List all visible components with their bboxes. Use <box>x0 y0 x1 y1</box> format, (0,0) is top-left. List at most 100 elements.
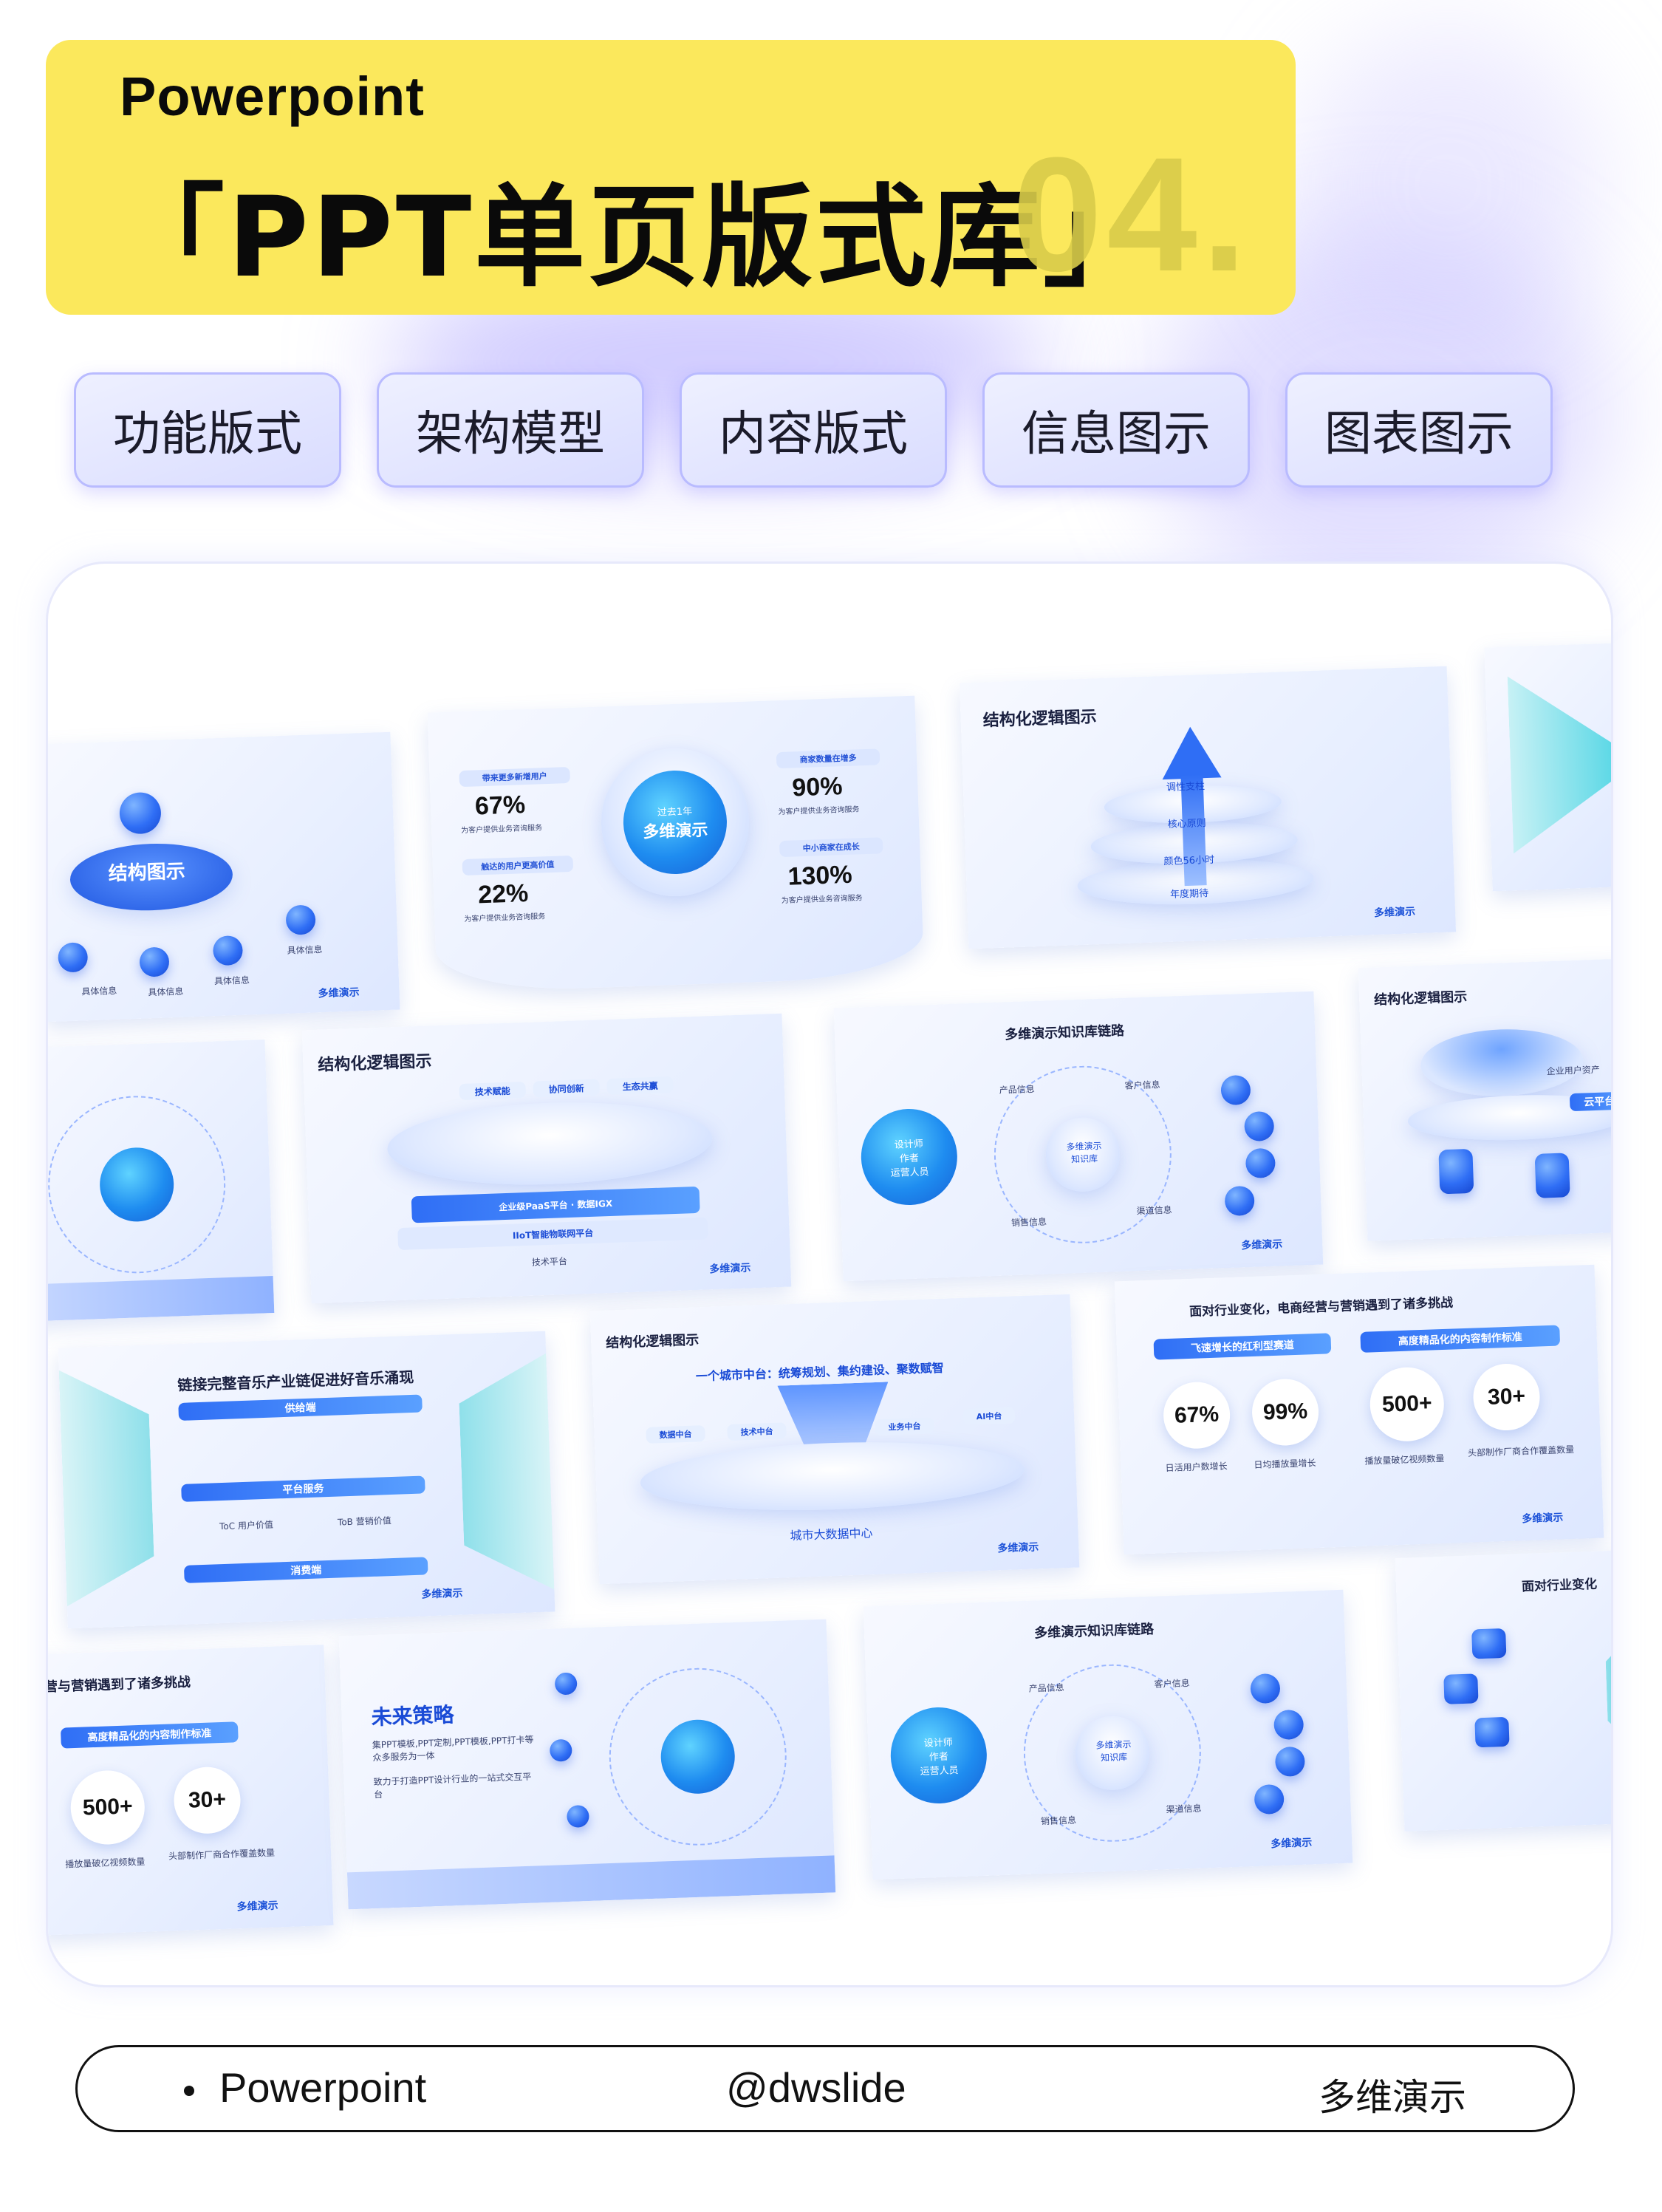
search-icon <box>57 942 89 973</box>
section-tag: 飞速增长的红利型赛道 <box>1153 1333 1332 1360</box>
stat-circle: 30+ <box>1471 1362 1542 1432</box>
image-icon <box>139 946 170 977</box>
headline: 一个城市中台：统筹规划、集约建设、聚数赋智 <box>695 1360 945 1384</box>
node-label: 客户信息 <box>1124 1079 1160 1091</box>
slide-thumbnail[interactable]: 营与营销遇到了诸多挑战 高度精品化的内容制作标准 500+ 30+ 播放量破亿视… <box>46 1645 334 1936</box>
hexagon-icon <box>1443 1673 1479 1704</box>
footer-band <box>346 1855 836 1910</box>
decor-funnel <box>1604 1616 1613 1765</box>
node-bubble <box>1245 1147 1276 1179</box>
decor-funnel <box>1508 673 1613 854</box>
slide-title: 营与营销遇到了诸多挑战 <box>46 1674 191 1696</box>
brand-logo: 多维演示 <box>1522 1512 1564 1526</box>
center-label: 过去1年 <box>657 805 693 819</box>
section-tag: 高度精品化的内容制作标准 <box>60 1721 239 1749</box>
node-tag: 数据中台 <box>646 1425 706 1444</box>
slide-title: 结构化逻辑图示 <box>317 1052 432 1075</box>
stage-bar: 平台服务 <box>181 1475 425 1502</box>
node-label: 销售信息 <box>1010 1216 1047 1229</box>
tag-content-layout[interactable]: 内容版式 <box>680 372 947 488</box>
stat-desc: 为客户提供业务咨询服务 <box>778 805 860 817</box>
node-tag: 业务中台 <box>875 1417 934 1436</box>
slide-title: 多维演示知识库链路 <box>1033 1621 1155 1642</box>
brand-logo: 多维演示 <box>421 1587 463 1601</box>
node-label: 销售信息 <box>1040 1815 1077 1827</box>
slide-thumbnail[interactable]: 面对行业变化 <box>1395 1549 1613 1832</box>
tag-function-layout[interactable]: 功能版式 <box>74 372 341 488</box>
top-label: 技术赋能 <box>459 1081 527 1101</box>
item-label: 具体信息 <box>213 974 250 987</box>
slide-thumbnail[interactable]: 结构化逻辑图示 调性支柱 核心原则 颜色56小时 年度期待 多维演示 <box>959 666 1457 949</box>
stat-number: 90% <box>791 772 844 802</box>
role-label: 作者 <box>899 1153 920 1164</box>
slide-thumbnail[interactable]: 结构图示 具体信息 具体信息 具体信息 具体信息 多维演示 <box>48 731 400 1023</box>
footer-handle[interactable]: @dwslide <box>726 2064 906 2111</box>
stat-number: 22% <box>477 879 529 909</box>
slide-thumbnail[interactable]: 面对行业变化，电商经营与营销遇到了诸多挑战 飞速增长的红利型赛道 高度精品化的内… <box>1114 1264 1604 1555</box>
stat-tag: 触达的用户更高价值 <box>462 855 574 876</box>
tag-chart-graphic[interactable]: 图表图示 <box>1285 372 1553 488</box>
cloud-tag: 云平台 <box>1569 1091 1611 1112</box>
stat-desc: 头部制作厂商合作覆盖数量 <box>168 1847 276 1862</box>
layer-label: 核心原则 <box>1167 818 1207 830</box>
brand-logo: 多维演示 <box>997 1541 1039 1555</box>
node-bubble <box>566 1804 589 1828</box>
slide-title: 结构化逻辑图示 <box>982 708 1098 731</box>
stat-circle: 500+ <box>1369 1366 1446 1443</box>
tag-info-graphic[interactable]: 信息图示 <box>982 372 1250 488</box>
slide-thumbnail[interactable]: 结构化逻辑图示 一个城市中台：统筹规划、集约建设、聚数赋智 数据中台 技术中台 … <box>589 1294 1080 1585</box>
stat-tag: 中小商家在成长 <box>779 837 883 858</box>
bullet-icon <box>184 2086 194 2096</box>
stat-circle: 30+ <box>172 1766 242 1835</box>
body-text: 致力于打造PPT设计行业的一站式交互平台 <box>373 1771 532 1800</box>
slide-thumbnail[interactable]: 多维演示知识库链路 设计师 作者 运营人员 多维演示 知识库 产品信息 客户信息… <box>833 991 1324 1282</box>
slide-title: 结构化逻辑图示 <box>605 1332 700 1351</box>
header-number: 04. <box>1012 123 1251 305</box>
brand-logo: 多维演示 <box>1241 1238 1283 1252</box>
slide-thumbnail[interactable]: 过去1年 多维演示 带来更多新增用户 67% 为客户提供业务咨询服务 触达的用户… <box>427 695 925 994</box>
node-bubble <box>1254 1783 1285 1815</box>
footer-band <box>48 1275 275 1322</box>
slide-thumbnail[interactable] <box>1484 642 1613 892</box>
section-tag: 高度精品化的内容制作标准 <box>1360 1325 1561 1353</box>
slide-thumbnail[interactable]: 结构化逻辑图示 企业用户资产 云平台 <box>1358 957 1611 1241</box>
stat-desc: 头部制作厂商合作覆盖数量 <box>1467 1444 1575 1458</box>
stat-desc: 为客户提供业务咨询服务 <box>460 824 543 836</box>
item-label: 具体信息 <box>287 944 323 956</box>
chart-icon <box>285 904 316 935</box>
footer-left: Powerpoint <box>219 2064 427 2111</box>
brand-logo: 多维演示 <box>318 986 360 1000</box>
tag-architecture-model[interactable]: 架构模型 <box>377 372 644 488</box>
category-tags: 功能版式 架构模型 内容版式 信息图示 图表图示 <box>74 372 1553 488</box>
stage-bar: 消费端 <box>183 1557 428 1583</box>
slide-title: 面对行业变化，电商经营与营销遇到了诸多挑战 <box>1189 1295 1454 1320</box>
node-label: 客户信息 <box>1154 1678 1190 1690</box>
stat-circle: 67% <box>1162 1381 1231 1450</box>
slide-thumbnail[interactable]: 多维演示知识库链路 设计师 作者 运营人员 多维演示 知识库 产品信息 客户信息… <box>863 1589 1353 1880</box>
slide-thumbnail[interactable] <box>48 1040 275 1322</box>
hexagon-icon <box>1474 1716 1510 1748</box>
slide-thumbnail[interactable]: 结构化逻辑图示 技术赋能 协同创新 生态共赢 企业级PaaS平台 · 数据IGX… <box>301 1013 792 1304</box>
platform-band: 企业级PaaS平台 · 数据IGX <box>411 1186 700 1223</box>
node-label: 产品信息 <box>1028 1682 1064 1694</box>
slide-thumbnail[interactable]: 链接完整音乐产业链促进好音乐涌现 供给端 平台服务 消费端 ToC 用户价值 T… <box>58 1331 555 1629</box>
slide-thumbnail[interactable]: 未来策略 集PPT模板,PPT定制,PPT模板,PPT打卡等众多服务为一体 致力… <box>338 1619 836 1910</box>
slide-title: 多维演示知识库链路 <box>1004 1023 1125 1043</box>
role-label: 设计师 <box>923 1736 953 1750</box>
node-bubble <box>549 1738 572 1762</box>
dome-disc <box>1419 1026 1584 1099</box>
role-label: 运营人员 <box>920 1764 959 1778</box>
header-subtitle: Powerpoint <box>120 66 425 127</box>
role-label: 设计师 <box>894 1138 923 1151</box>
value-label: ToC 用户价值 <box>219 1519 274 1532</box>
footer-brand: 多维演示 <box>1319 2076 1466 2119</box>
node-tag: AI中台 <box>962 1407 1016 1425</box>
brand-logo: 多维演示 <box>1271 1837 1313 1851</box>
brand-logo: 多维演示 <box>709 1262 751 1276</box>
node-bubble <box>1250 1673 1281 1704</box>
platform-disc <box>639 1436 1026 1517</box>
database-icon <box>1438 1148 1474 1195</box>
body-text: 集PPT模板,PPT定制,PPT模板,PPT打卡等众多服务为一体 <box>372 1734 534 1764</box>
left-circle: 设计师 作者 运营人员 <box>859 1107 960 1207</box>
stat-desc: 日均播放量增长 <box>1254 1458 1316 1471</box>
